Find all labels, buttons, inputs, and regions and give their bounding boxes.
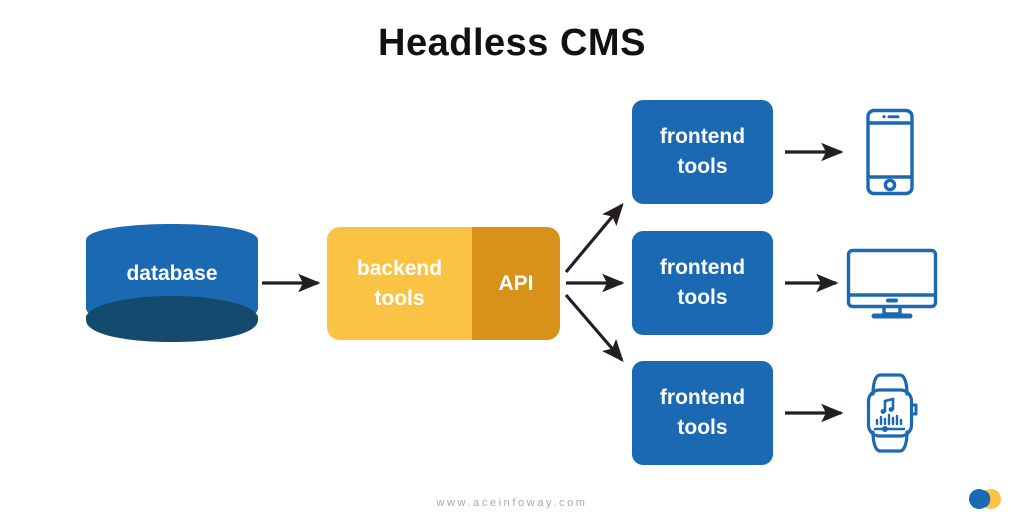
node-api-label: API	[498, 271, 534, 295]
node-frontend-tools-1: frontend tools	[632, 100, 773, 204]
node-frontend-tools-3-label-line1: frontend	[659, 386, 746, 410]
node-frontend-tools-3-label: frontend tools	[660, 383, 745, 443]
node-frontend-tools-1-label-line1: frontend	[659, 125, 746, 149]
node-frontend-tools-1-label-line2: tools	[677, 155, 728, 178]
node-api: API	[472, 227, 560, 340]
logo-circles	[969, 489, 1001, 509]
node-frontend-tools-3-label-line2: tools	[677, 416, 728, 439]
node-frontend-tools-3: frontend tools	[632, 361, 773, 465]
node-frontend-tools-2-label: frontend tools	[660, 253, 745, 313]
node-backend-tools-label-line1: backend	[356, 256, 443, 280]
node-backend-tools-label: backend tools	[357, 254, 442, 314]
aceinfoway-logo	[964, 488, 1006, 510]
node-backend-tools: backend tools	[327, 227, 472, 340]
database-cylinder-shape	[86, 224, 258, 342]
arrow-api-to-frontend-3	[564, 293, 624, 362]
node-frontend-tools-1-label: frontend tools	[660, 122, 745, 182]
node-database: database	[84, 222, 260, 344]
footer-url: www.aceinfoway.com	[436, 497, 588, 509]
node-backend-tools-label-line2: tools	[374, 286, 425, 310]
node-frontend-tools-2-label-line2: tools	[677, 286, 728, 309]
smartphone-icon	[860, 108, 920, 201]
node-frontend-tools-2-label-line1: frontend	[659, 256, 746, 280]
arrow-api-to-frontend-1	[564, 203, 624, 274]
desktop-monitor-icon	[846, 248, 938, 325]
node-frontend-tools-2: frontend tools	[632, 231, 773, 335]
node-backend-api-group: backend tools API	[327, 227, 560, 340]
smartwatch-icon	[858, 372, 922, 459]
page-title: Headless CMS	[378, 22, 646, 64]
